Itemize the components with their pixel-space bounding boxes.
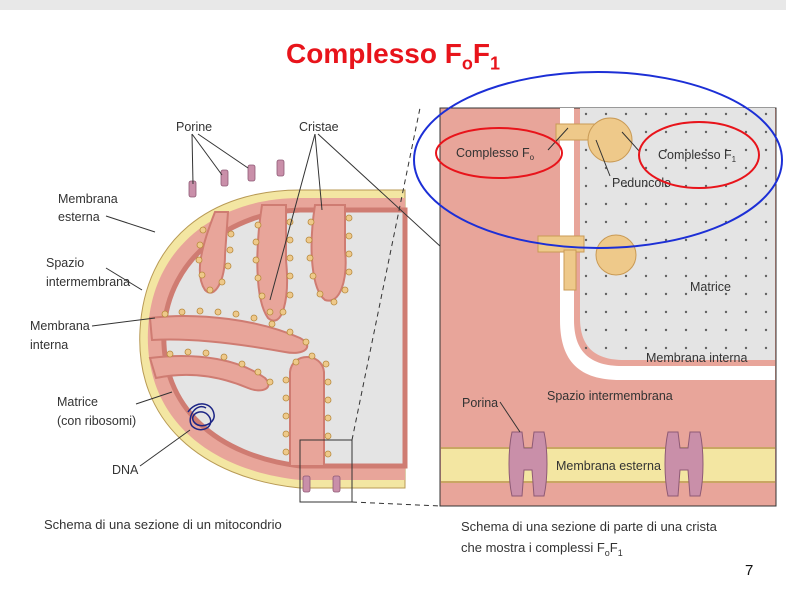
label-membrana-interna-2: interna bbox=[30, 338, 68, 352]
title-text-f: F bbox=[472, 38, 490, 69]
caption-right-sub-1: 1 bbox=[618, 548, 623, 558]
label-peduncolo: Peduncolo bbox=[612, 176, 671, 190]
title-text-main: Complesso F bbox=[286, 38, 462, 69]
caption-right-sub-o: o bbox=[605, 548, 610, 558]
caption-right-mid-f: F bbox=[610, 540, 618, 555]
caption-left: Schema di una sezione di un mitocondrio bbox=[44, 517, 282, 532]
cristae-folds bbox=[148, 204, 347, 467]
atp-synthase-complexes bbox=[537, 117, 637, 291]
slide-title: Complesso FoF1 bbox=[0, 38, 786, 75]
atp-synthase-dots bbox=[161, 214, 353, 458]
label-complesso-fo-text: Complesso F bbox=[456, 146, 530, 160]
label-matrice-right: Matrice bbox=[690, 280, 731, 294]
label-membrana-esterna-1: Membrana bbox=[58, 192, 118, 206]
label-membrana-esterna-2: esterna bbox=[58, 210, 100, 224]
caption-right-line1: Schema di una sezione di parte di una cr… bbox=[461, 519, 718, 534]
label-complesso-f1-sub: 1 bbox=[732, 155, 737, 164]
label-spazio-intermembrana: Spazio intermembrana bbox=[547, 389, 673, 403]
porins-right bbox=[508, 431, 704, 497]
label-complesso-fo-sub: o bbox=[530, 153, 535, 162]
label-porine: Porine bbox=[176, 120, 212, 134]
mitochondrion-section: Porine Cristae Membrana esterna Spazio i… bbox=[30, 107, 491, 532]
label-dna: DNA bbox=[112, 463, 139, 477]
label-membrana-interna-1: Membrana bbox=[30, 319, 90, 333]
label-membrana-interna-right: Membrana interna bbox=[646, 351, 747, 365]
label-matrice-2: (con ribosomi) bbox=[57, 414, 136, 428]
caption-right-line2: che mostra i complessi FoF1 bbox=[461, 540, 623, 558]
label-matrice-1: Matrice bbox=[57, 395, 98, 409]
label-porina: Porina bbox=[462, 396, 498, 410]
slide-top-bar bbox=[0, 0, 786, 10]
title-subscript-o: o bbox=[461, 53, 473, 74]
caption-right-line2-text: che mostra i complessi F bbox=[461, 540, 605, 555]
outer-membrane-band bbox=[441, 448, 775, 482]
label-spazio-2: intermembrana bbox=[46, 275, 130, 289]
title-subscript-1: 1 bbox=[489, 53, 500, 74]
label-complesso-fo: Complesso Fo bbox=[456, 146, 535, 162]
dna-icon bbox=[187, 403, 215, 431]
label-complesso-f1: Complesso F1 bbox=[658, 148, 737, 164]
porins-left bbox=[188, 159, 341, 493]
label-complesso-f1-text: Complesso F bbox=[658, 148, 732, 162]
label-membrana-esterna-right: Membrana esterna bbox=[556, 459, 661, 473]
label-spazio-1: Spazio bbox=[46, 256, 84, 270]
page-number: 7 bbox=[745, 562, 754, 579]
label-cristae: Cristae bbox=[299, 120, 339, 134]
crista-enlargement: Complesso Fo Complesso F1 Peduncolo Matr… bbox=[439, 107, 777, 558]
red-highlight-f1 bbox=[638, 121, 760, 189]
red-highlight-fo bbox=[435, 127, 563, 179]
zoom-box bbox=[299, 439, 353, 503]
blue-highlight-ellipse bbox=[413, 71, 783, 249]
